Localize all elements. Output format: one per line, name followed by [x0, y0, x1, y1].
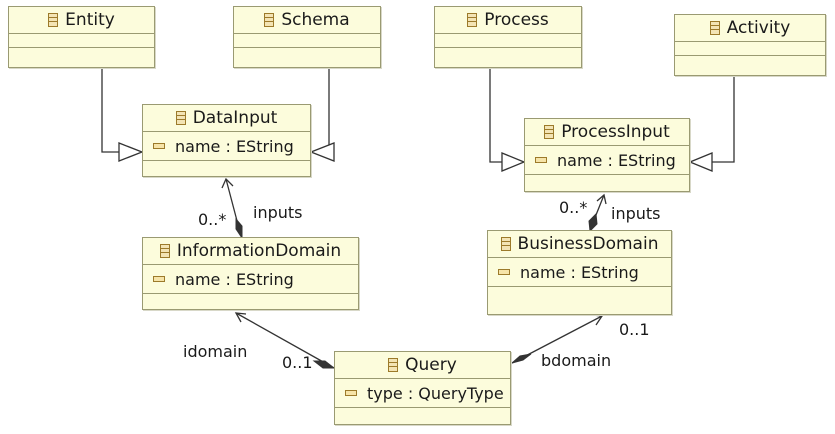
- class-header: Process: [435, 7, 581, 34]
- attribute-text: name : EString: [557, 150, 676, 170]
- attribute-icon: [345, 390, 357, 396]
- class-header: DataInput: [143, 105, 310, 132]
- operations-compartment: [525, 175, 689, 191]
- navigability-arrow: [596, 193, 607, 205]
- generalization-arrowhead: [309, 142, 335, 162]
- class-icon: [264, 13, 275, 27]
- class-icon: [48, 13, 59, 27]
- attribute-text: name : EString: [175, 136, 294, 156]
- attribute-row[interactable]: name : EString: [153, 267, 358, 291]
- operations-compartment: [143, 161, 310, 176]
- generalization-arrowhead: [501, 152, 526, 172]
- class-header: Query: [335, 352, 510, 379]
- role-label-bdomain: bdomain: [541, 351, 612, 370]
- operations-compartment: [143, 294, 358, 309]
- attribute-row[interactable]: name : EString: [153, 134, 310, 158]
- role-label-idomain: idomain: [183, 342, 248, 361]
- generalization-schema-datainput: [328, 68, 334, 153]
- navigability-arrow: [221, 177, 234, 189]
- multiplicity-label-bdomain: 0..1: [619, 320, 650, 339]
- class-processinput[interactable]: ProcessInput name : EString: [524, 118, 690, 192]
- class-businessdomain[interactable]: BusinessDomain name : EString: [487, 230, 672, 315]
- navigability-arrow: [234, 312, 247, 323]
- class-query[interactable]: Query type : QueryType: [334, 351, 511, 425]
- class-name: BusinessDomain: [517, 234, 659, 254]
- attribute-icon: [153, 276, 165, 282]
- generalization-entity-datainput: [101, 68, 119, 153]
- operations-compartment: [488, 287, 671, 314]
- multiplicity-label-datainput-inputs: 0..*: [198, 210, 227, 229]
- class-name: InformationDomain: [176, 241, 342, 261]
- class-header: Entity: [9, 7, 154, 34]
- attribute-row[interactable]: type : QueryType: [345, 381, 510, 405]
- attribute-icon: [153, 143, 165, 149]
- class-header: InformationDomain: [143, 238, 358, 265]
- class-header: Activity: [675, 15, 825, 42]
- composition-query-informationdomain: [235, 312, 335, 369]
- class-name: Schema: [281, 10, 350, 30]
- role-label-processinput-inputs: inputs: [611, 204, 661, 223]
- attribute-icon: [498, 269, 510, 275]
- operations-compartment: [435, 48, 581, 67]
- generalization-process-processinput: [489, 68, 502, 163]
- attributes-compartment: [234, 34, 380, 48]
- role-label-datainput-inputs: inputs: [253, 203, 303, 222]
- attributes-compartment: [435, 34, 581, 48]
- class-header: Schema: [234, 7, 380, 34]
- attributes-compartment: [675, 42, 825, 56]
- attribute-icon: [535, 157, 547, 163]
- operations-compartment: [234, 48, 380, 67]
- class-icon: [709, 21, 720, 35]
- class-name: ProcessInput: [561, 122, 670, 142]
- attribute-row[interactable]: name : EString: [498, 260, 671, 284]
- class-icon: [159, 244, 170, 258]
- multiplicity-label-idomain: 0..1: [282, 353, 313, 372]
- attribute-text: name : EString: [520, 262, 639, 282]
- class-name: DataInput: [192, 108, 278, 128]
- class-schema[interactable]: Schema: [233, 6, 381, 68]
- attributes-compartment: name : EString: [525, 146, 689, 175]
- attribute-text: name : EString: [175, 269, 294, 289]
- multiplicity-label-processinput-inputs: 0..*: [559, 198, 588, 217]
- class-name: Query: [405, 355, 457, 375]
- class-datainput[interactable]: DataInput name : EString: [142, 104, 311, 177]
- class-icon: [544, 125, 555, 139]
- class-icon: [467, 13, 478, 27]
- attributes-compartment: name : EString: [488, 258, 671, 287]
- class-name: Entity: [65, 10, 115, 30]
- class-name: Activity: [726, 18, 791, 38]
- class-activity[interactable]: Activity: [674, 14, 826, 76]
- generalization-arrowhead: [118, 142, 144, 162]
- navigability-arrow: [591, 314, 604, 326]
- class-header: BusinessDomain: [488, 231, 671, 258]
- operations-compartment: [675, 56, 825, 75]
- attributes-compartment: type : QueryType: [335, 379, 510, 408]
- class-icon: [500, 237, 511, 251]
- class-name: Process: [484, 10, 549, 30]
- generalization-arrowhead: [688, 152, 713, 172]
- composition-diamond: [235, 217, 243, 240]
- class-icon: [175, 111, 186, 125]
- class-header: ProcessInput: [525, 119, 689, 146]
- attributes-compartment: name : EString: [143, 132, 310, 161]
- attributes-compartment: [9, 34, 154, 48]
- generalization-activity-processinput: [712, 76, 735, 163]
- class-process[interactable]: Process: [434, 6, 582, 68]
- attribute-text: type : QueryType: [367, 383, 504, 403]
- class-informationdomain[interactable]: InformationDomain name : EString: [142, 237, 359, 310]
- composition-diamond: [511, 353, 532, 364]
- composition-diamond: [312, 360, 336, 369]
- composition-diamond: [588, 212, 598, 233]
- attributes-compartment: name : EString: [143, 265, 358, 294]
- attribute-row[interactable]: name : EString: [535, 148, 689, 172]
- class-entity[interactable]: Entity: [8, 6, 155, 68]
- operations-compartment: [9, 48, 154, 67]
- class-icon: [388, 358, 399, 372]
- operations-compartment: [335, 408, 510, 424]
